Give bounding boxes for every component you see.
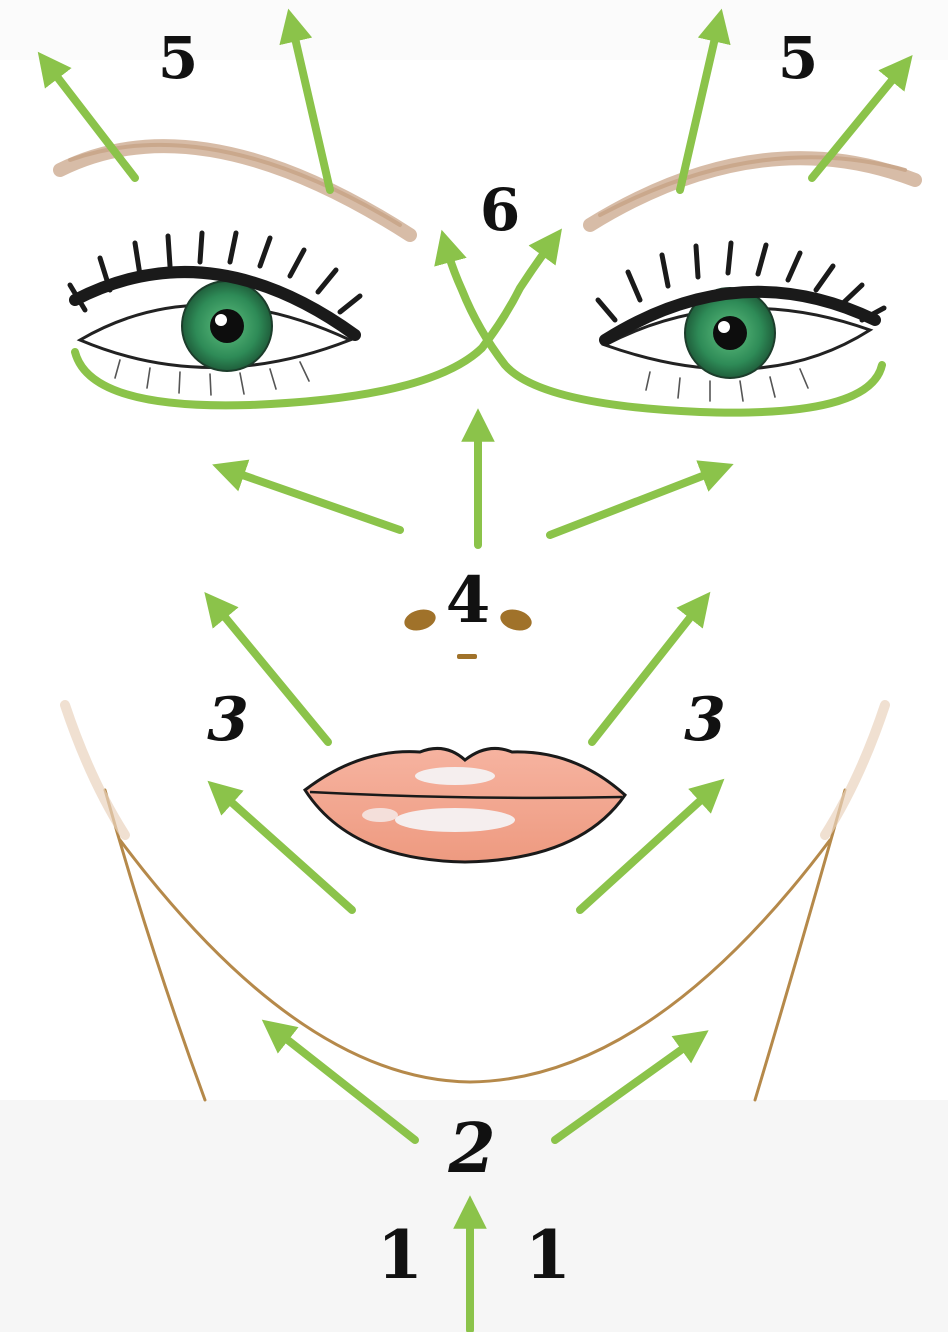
label-two: 2 xyxy=(447,1109,495,1189)
label-four: 4 xyxy=(446,563,491,638)
label-three-left: 3 xyxy=(207,685,249,755)
label-one-right: 1 xyxy=(525,1216,571,1294)
label-five-right: 5 xyxy=(778,24,818,92)
label-five-left: 5 xyxy=(158,24,198,92)
label-three-right: 3 xyxy=(684,685,726,755)
pupil-left xyxy=(210,309,244,343)
label-one-left: 1 xyxy=(377,1216,423,1294)
pupil-right xyxy=(713,316,747,350)
label-six: 6 xyxy=(480,176,520,244)
